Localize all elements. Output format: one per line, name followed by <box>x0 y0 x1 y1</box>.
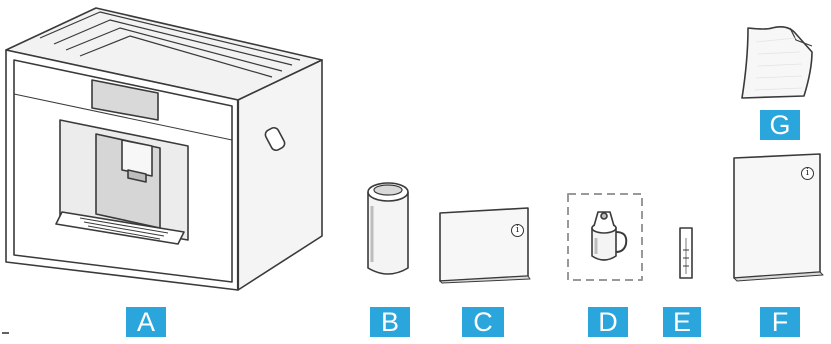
label-f-manual: F <box>760 307 800 337</box>
label-d-milk-container: D <box>588 307 628 337</box>
water-filter-illustration <box>367 182 409 275</box>
instruction-booklet-illustration <box>439 207 531 284</box>
manual-illustration <box>733 153 824 282</box>
label-a-coffee-machine: A <box>126 307 166 337</box>
label-c-booklet: C <box>462 307 504 337</box>
info-icon: i <box>511 224 524 237</box>
milk-container-illustration <box>567 193 643 281</box>
coffee-machine-illustration <box>5 7 323 291</box>
label-b-water-filter: B <box>370 307 410 337</box>
cleaning-cloth-illustration <box>741 26 813 99</box>
label-e-test-strip: E <box>663 307 701 337</box>
label-g-cleaning-cloth: G <box>760 110 800 140</box>
test-strip-illustration <box>679 227 693 279</box>
info-icon: i <box>801 167 814 180</box>
